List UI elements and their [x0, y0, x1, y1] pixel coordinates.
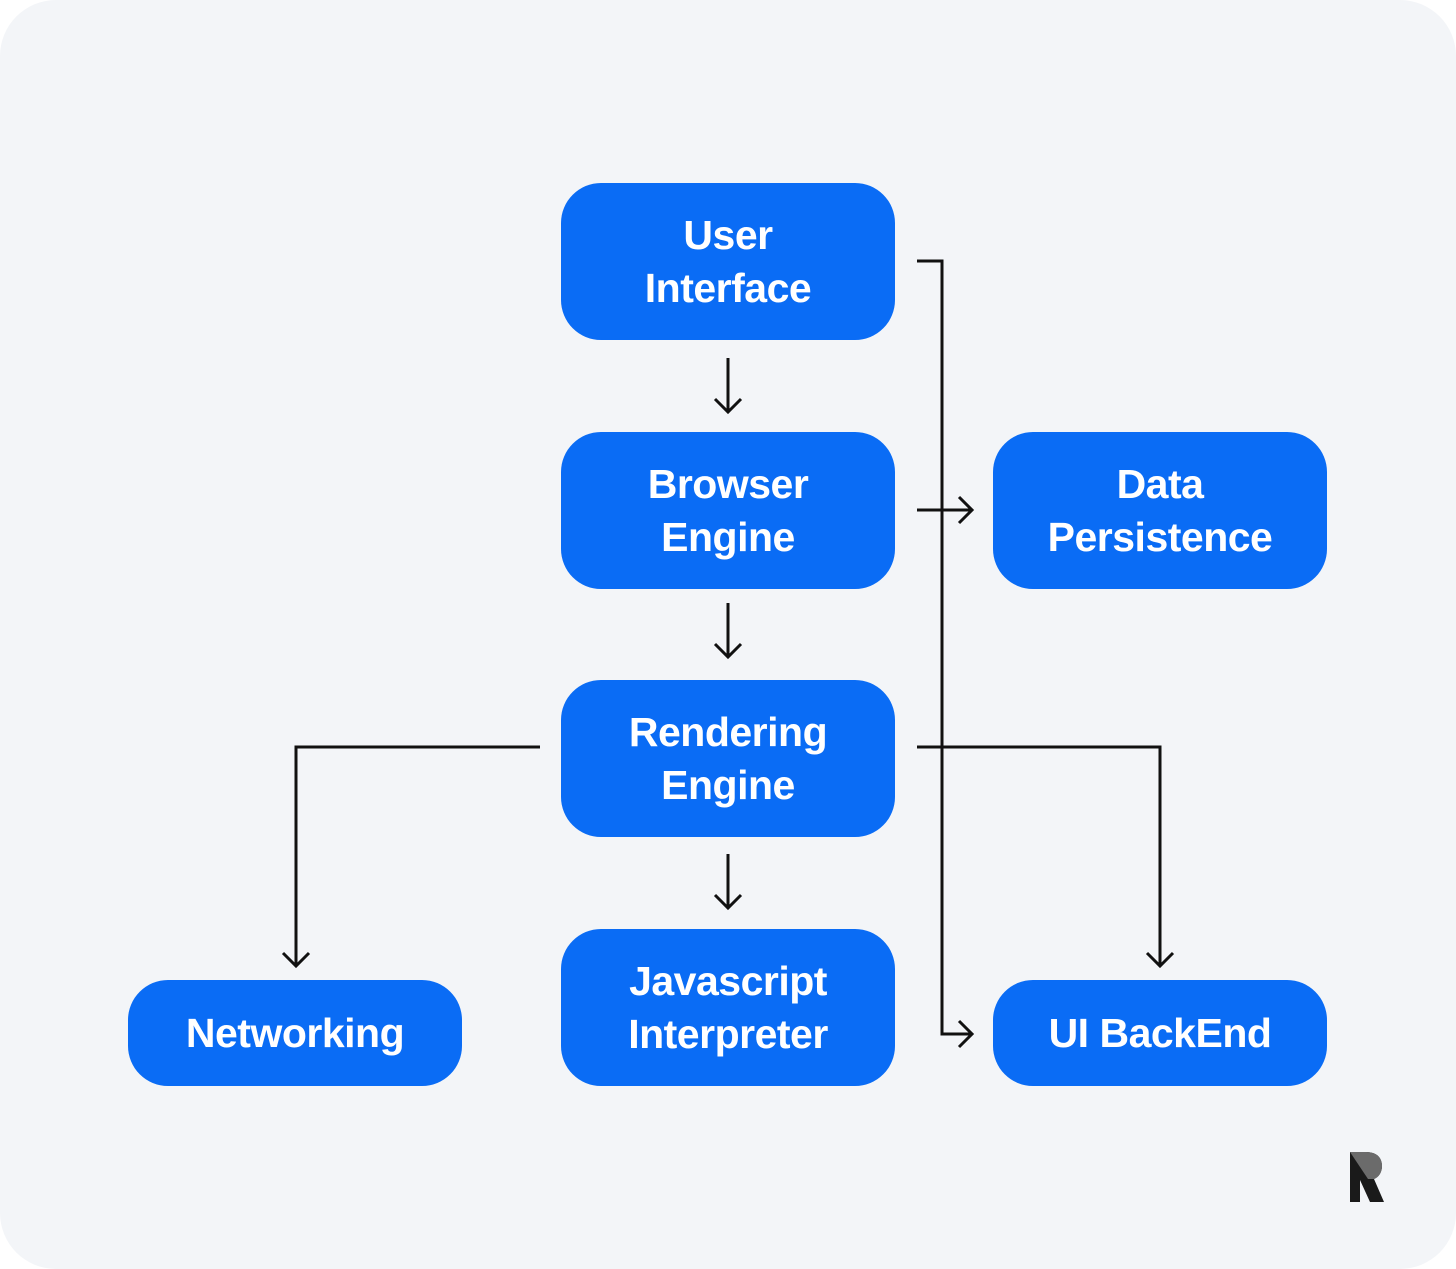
node-rendering-engine-label: Rendering Engine	[628, 708, 828, 808]
node-user-interface-label: User Interface	[644, 211, 812, 311]
arrow-browser-engine-to-rendering-engine	[713, 603, 743, 660]
r-logo-icon	[1350, 1152, 1384, 1202]
node-ui-backend-label: UI BackEnd	[1048, 1009, 1272, 1056]
node-networking: Networking	[128, 980, 462, 1086]
node-networking-label: Networking	[185, 1009, 405, 1056]
node-javascript-interpreter-label: Javascript Interpreter	[628, 957, 828, 1057]
arrow-ui-to-browser-engine	[713, 358, 743, 415]
node-ui-backend: UI BackEnd	[993, 980, 1327, 1086]
node-data-persistence: Data Persistence	[993, 432, 1327, 589]
node-browser-engine: Browser Engine	[561, 432, 895, 589]
node-browser-engine-label: Browser Engine	[647, 460, 809, 560]
node-rendering-engine: Rendering Engine	[561, 680, 895, 837]
arrow-rendering-engine-to-ui-backend	[917, 745, 1175, 969]
node-javascript-interpreter: Javascript Interpreter	[561, 929, 895, 1086]
arrow-to-data-persistence	[917, 495, 975, 525]
arrow-rendering-engine-to-networking	[281, 745, 540, 969]
arrow-rendering-engine-to-js-interpreter	[713, 854, 743, 911]
node-user-interface: User Interface	[561, 183, 895, 340]
arrow-ui-to-ui-backend	[917, 259, 975, 1049]
node-data-persistence-label: Data Persistence	[1047, 460, 1273, 560]
